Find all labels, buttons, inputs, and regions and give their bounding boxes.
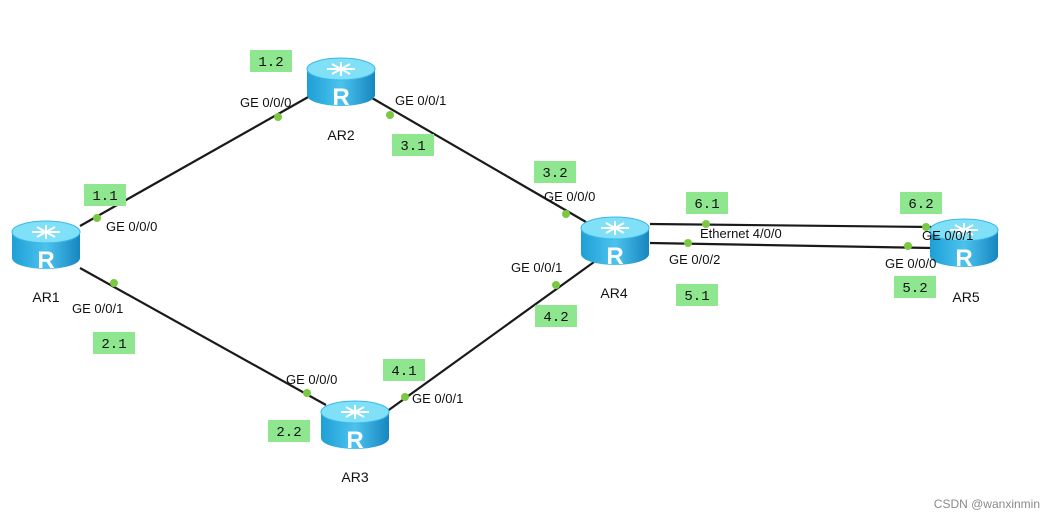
port-dot <box>274 113 282 121</box>
port-label-ar3-ge000: GE 0/0/0 <box>286 372 337 387</box>
router-r-glyph: R <box>332 84 349 111</box>
port-label-ar4-ge000: GE 0/0/0 <box>544 189 595 204</box>
port-label-ar2-ge000: GE 0/0/0 <box>240 95 291 110</box>
port-dot <box>110 279 118 287</box>
address-tag: 2.1 <box>93 332 135 354</box>
device-label-ar1: AR1 <box>32 289 59 305</box>
router-r-glyph: R <box>606 243 623 270</box>
address-tag-text: 2.2 <box>276 425 301 441</box>
address-tag: 6.1 <box>686 192 728 214</box>
address-tag-text: 6.1 <box>694 197 719 213</box>
router-ar4[interactable]: R AR4 <box>580 216 650 301</box>
address-tag-text: 5.2 <box>902 281 927 297</box>
port-dot <box>562 210 570 218</box>
link-ar4-ar5-ge <box>649 241 933 250</box>
port-dot <box>552 281 560 289</box>
link-ar2-ar4 <box>371 97 587 223</box>
port-dot <box>684 239 692 247</box>
port-label-ar5-ge001: GE 0/0/1 <box>922 228 973 243</box>
router-r-glyph: R <box>37 247 54 274</box>
router-r-glyph: R <box>346 427 363 454</box>
address-tag: 4.1 <box>383 359 425 381</box>
address-tag-text: 4.2 <box>543 310 568 326</box>
port-label-ar1-ge001: GE 0/0/1 <box>72 301 123 316</box>
address-tag-text: 5.1 <box>684 289 709 305</box>
address-tag-text: 1.2 <box>258 55 283 71</box>
address-tag-text: 2.1 <box>101 337 126 353</box>
port-dot <box>93 214 101 222</box>
port-dot <box>702 220 710 228</box>
address-tag: 6.2 <box>900 192 942 214</box>
port-dot <box>922 223 930 231</box>
address-tag-text: 3.2 <box>542 166 567 182</box>
address-tag-text: 1.1 <box>92 189 117 205</box>
port-label-ar2-ge001: GE 0/0/1 <box>395 93 446 108</box>
link-ar1-ar3 <box>79 267 327 406</box>
device-label-ar5: AR5 <box>952 289 979 305</box>
address-tag: 3.2 <box>534 161 576 183</box>
port-label-ar4-eth400: Ethernet 4/0/0 <box>700 226 782 241</box>
address-tag-text: 4.1 <box>391 364 416 380</box>
address-tag: 5.2 <box>894 276 936 298</box>
address-tag: 2.2 <box>268 420 310 442</box>
address-tag: 1.1 <box>84 184 126 206</box>
port-dot <box>386 111 394 119</box>
port-label-ar5-ge000: GE 0/0/0 <box>885 256 936 271</box>
port-label-ar1-ge000: GE 0/0/0 <box>106 219 157 234</box>
port-label-ar4-ge001: GE 0/0/1 <box>511 260 562 275</box>
link-ar3-ar4 <box>385 261 595 413</box>
port-dot <box>303 389 311 397</box>
router-ar5[interactable]: R AR5 <box>929 218 999 305</box>
address-tag-text: 6.2 <box>908 197 933 213</box>
address-tag: 5.1 <box>676 284 718 306</box>
device-label-ar2: AR2 <box>327 127 354 143</box>
address-tag: 1.2 <box>250 50 292 72</box>
port-dot <box>401 393 409 401</box>
link-ar4-ar5-eth <box>649 222 933 229</box>
address-tag: 3.1 <box>392 134 434 156</box>
address-tag: 4.2 <box>535 305 577 327</box>
router-ar1[interactable]: R AR1 <box>11 220 81 305</box>
router-ar3[interactable]: R AR3 <box>320 400 390 485</box>
watermark: CSDN @wanxinmin <box>933 497 1040 511</box>
address-tag-text: 3.1 <box>400 139 425 155</box>
device-label-ar4: AR4 <box>600 285 627 301</box>
port-label-ar3-ge001: GE 0/0/1 <box>412 391 463 406</box>
port-label-ar4-ge002: GE 0/0/2 <box>669 252 720 267</box>
router-r-glyph: R <box>955 245 972 272</box>
router-ar2[interactable]: R AR2 <box>306 57 376 143</box>
device-label-ar3: AR3 <box>341 469 368 485</box>
port-dot <box>904 242 912 250</box>
